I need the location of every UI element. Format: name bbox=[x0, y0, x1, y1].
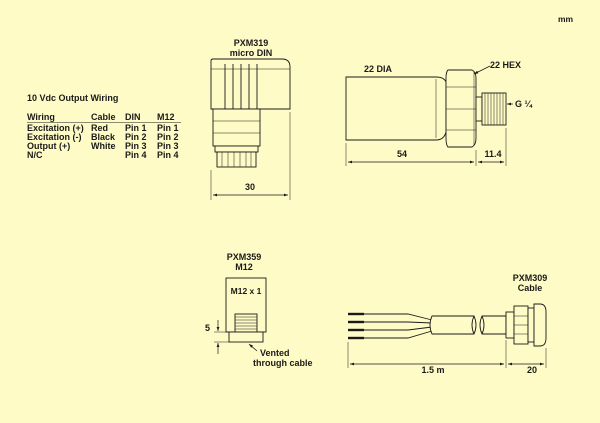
cable-fitting-label: 20 bbox=[527, 365, 537, 375]
sensor-thread-label: G ¼ bbox=[515, 99, 534, 109]
m12-height-label: 5 bbox=[205, 323, 210, 333]
cable-name-label: Cable bbox=[518, 283, 543, 293]
m12-thread-label: M12 x 1 bbox=[231, 286, 262, 296]
m12-vent-label-line2: through cable bbox=[253, 358, 313, 368]
m12-vent-label-line1: Vented bbox=[260, 348, 290, 358]
wiring-cell: Pin 1 bbox=[157, 123, 179, 133]
sensor-hex-label: 22 HEX bbox=[490, 60, 521, 70]
sensor-length-label: 54 bbox=[397, 149, 407, 159]
wiring-cell: White bbox=[91, 141, 116, 151]
wiring-cell: Pin 3 bbox=[157, 141, 179, 151]
wiring-cell: Pin 2 bbox=[125, 132, 147, 142]
units-label: mm bbox=[558, 14, 574, 24]
wiring-cell: Excitation (-) bbox=[27, 132, 82, 142]
wiring-cell: Pin 4 bbox=[125, 150, 147, 160]
wiring-cell: Excitation (+) bbox=[27, 123, 84, 133]
wiring-cell: Output (+) bbox=[27, 141, 70, 151]
wiring-cell: Pin 3 bbox=[125, 141, 147, 151]
sensor-drawing: 22 DIA 22 HEX G ¼ 54 11.4 bbox=[345, 60, 534, 166]
m12-name-label: M12 bbox=[235, 262, 253, 272]
wiring-cell: N/C bbox=[27, 150, 43, 160]
wiring-cell: Pin 4 bbox=[157, 150, 179, 160]
wiring-cell: Red bbox=[91, 123, 108, 133]
cable-model-label: PXM309 bbox=[513, 273, 548, 283]
din-connector-drawing: PXM319 micro DIN 30 bbox=[210, 38, 291, 200]
wiring-header-din: DIN bbox=[125, 112, 141, 122]
wiring-header-cable: Cable bbox=[91, 112, 116, 122]
cable-length-label: 1.5 m bbox=[421, 365, 444, 375]
wiring-cell: Pin 1 bbox=[125, 123, 147, 133]
wiring-header-wiring: Wiring bbox=[27, 112, 55, 122]
wiring-cell: Pin 2 bbox=[157, 132, 179, 142]
din-model-label: PXM319 bbox=[234, 38, 269, 48]
din-name-label: micro DIN bbox=[230, 48, 273, 58]
m12-connector-drawing: PXM359 M12 M12 x 1 5 Vented through cabl… bbox=[205, 252, 313, 368]
m12-model-label: PXM359 bbox=[227, 252, 262, 262]
sensor-thread-length-label: 11.4 bbox=[484, 149, 501, 159]
wiring-title: 10 Vdc Output Wiring bbox=[27, 93, 118, 103]
wiring-cell: Black bbox=[91, 132, 116, 142]
sensor-dia-label: 22 DIA bbox=[364, 64, 393, 74]
din-width-label: 30 bbox=[245, 182, 255, 192]
wiring-header-m12: M12 bbox=[157, 112, 175, 122]
wiring-table: 10 Vdc Output Wiring Wiring Cable DIN M1… bbox=[27, 93, 181, 160]
cable-drawing: PXM309 Cable 1.5 m 20 bbox=[347, 273, 548, 375]
